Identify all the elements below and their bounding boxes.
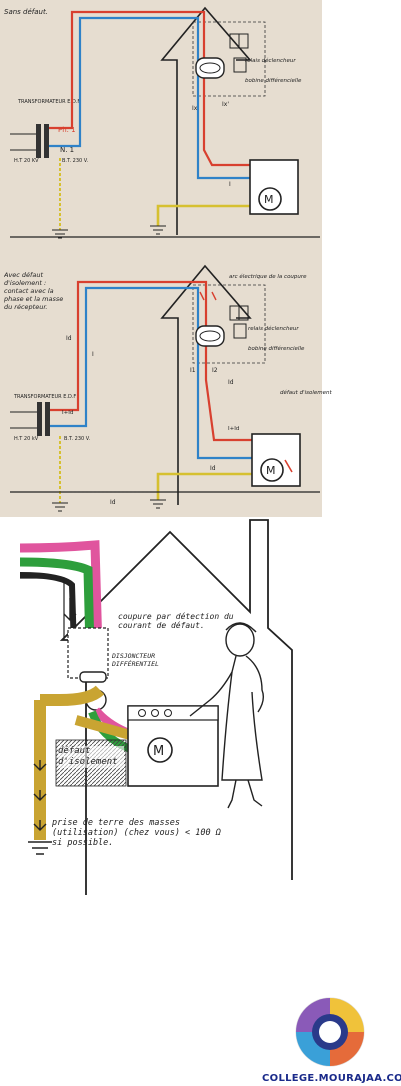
fault-label-2: défaut d'isolement — [280, 389, 332, 396]
black-cable — [19, 572, 77, 651]
bt-label: B.T. 230 V. — [62, 158, 89, 164]
motor-label-2: M — [266, 464, 276, 477]
current-label-sum-1: I+Id — [62, 410, 73, 416]
panel-illustration: M coupure par détection du courant de dé… — [19, 519, 293, 895]
motor-symbol-2 — [260, 458, 284, 482]
current-label-ix-prime: Ix' — [222, 101, 229, 108]
transformer-primary-coil — [36, 124, 41, 158]
house-outline — [160, 6, 252, 235]
current-label-id-3: Id — [210, 465, 216, 472]
breaker-box-2 — [192, 284, 266, 364]
woman-figure — [189, 622, 265, 809]
current-label-id-2: Id — [228, 379, 234, 386]
cut-label: coupure par détection du courant de défa… — [118, 612, 234, 630]
panel-with-fault: Avec défaut d'isolement : contact avec l… — [0, 245, 332, 517]
neutral-label: N. 1 — [60, 146, 74, 154]
earth-cable-2 — [74, 715, 132, 740]
arc-marks — [199, 291, 217, 301]
appliance2-earth-wire — [156, 472, 252, 500]
breaker-coil-3 — [79, 671, 107, 683]
arc-label: arc électrique de la coupure — [229, 273, 307, 280]
earth-symbol-5 — [28, 841, 52, 855]
transformer-secondary-coil — [44, 124, 49, 158]
differential-coil-2 — [195, 325, 225, 347]
motor-symbol-3 — [147, 737, 173, 763]
fault-label-3: défaut d'isolement — [58, 746, 124, 768]
phase-label: Ph. 1 — [58, 126, 76, 134]
current-label-id-4: Id — [110, 499, 116, 506]
stove-knob-1 — [138, 709, 146, 717]
coil-winding-1 — [199, 62, 221, 74]
cut-label-box: coupure par détection du courant de défa… — [118, 612, 234, 630]
pink-cable — [19, 540, 103, 651]
breaker-label-box: DISJONCTEUR DIFFÉRENTIEL — [112, 652, 159, 668]
relay-label-2: relais déclencheur — [248, 325, 299, 332]
current-label-sum-2: I+Id — [228, 426, 239, 432]
appliance-earth-wire — [156, 204, 250, 226]
current-label-i1: I1 — [190, 367, 196, 374]
motor-label-3: M — [153, 744, 164, 759]
current-label-i-1: I — [229, 181, 231, 188]
transformer2-primary-coil — [37, 402, 42, 436]
coil-label-1: bobine différencielle — [245, 77, 302, 84]
coil-label-2: bobine différencielle — [248, 345, 305, 352]
transformer2-secondary-coil — [45, 402, 50, 436]
footer-site-label[interactable]: COLLEGE.MOURAJAA.COM — [262, 1073, 401, 1084]
earth-label: prise de terre des masses (utilisation) … — [52, 818, 221, 848]
stove-panel — [127, 705, 219, 721]
ht-label: H.T 20 KV — [14, 158, 39, 164]
breaker-box — [192, 21, 266, 97]
bt2-label: B.T. 230 V. — [64, 436, 91, 442]
stove-knob-2 — [151, 709, 159, 717]
panel2-title-box: Avec défaut d'isolement : contact avec l… — [4, 271, 64, 311]
ht2-label: H.T 20 kV — [14, 436, 39, 442]
transformer2-label: TRANSFORMATEUR E.D.F — [13, 394, 76, 400]
black-cable-outline — [20, 577, 65, 640]
current-label-ix: Ix — [192, 105, 198, 112]
neutral-wire — [49, 16, 258, 195]
current-label-id-1: Id — [66, 335, 72, 342]
current-label-i-3: I — [92, 351, 94, 358]
breaker-box-3 — [67, 627, 109, 679]
fault-label-box: défaut d'isolement — [58, 746, 124, 768]
transformer-label: TRANSFORMATEUR E.D.F — [17, 99, 80, 105]
breaker-label: DISJONCTEUR DIFFÉRENTIEL — [112, 652, 159, 668]
relay-2-contact — [233, 323, 247, 339]
panel2-title: Avec défaut d'isolement : contact avec l… — [4, 271, 64, 311]
motor-label-1: M — [264, 193, 274, 206]
differential-coil-1 — [195, 57, 225, 79]
fault-contact — [284, 459, 293, 473]
earth-symbol-2 — [150, 225, 166, 235]
earth-label-box: prise de terre des masses (utilisation) … — [52, 818, 221, 848]
relay-1-contact — [233, 57, 247, 73]
earth-symbol-1 — [52, 229, 68, 239]
relay-label-1: relais déclencheur — [245, 57, 296, 64]
motor-symbol-1 — [258, 187, 282, 211]
current-arrow-down — [63, 598, 77, 621]
coil-winding-2 — [199, 330, 221, 342]
stove-knob-3 — [164, 709, 172, 717]
earth-symbol-3 — [52, 502, 68, 512]
earth-symbol-4 — [150, 499, 166, 509]
earth-arrows — [33, 760, 47, 831]
panel-without-fault: Sans défaut. TRANSFORMATEUR E.D.F H.T 20… — [0, 0, 322, 245]
green-cable — [19, 557, 95, 651]
current-label-i2: I2 — [212, 367, 218, 374]
panel1-title: Sans défaut. — [4, 8, 48, 16]
site-logo — [295, 997, 365, 1067]
